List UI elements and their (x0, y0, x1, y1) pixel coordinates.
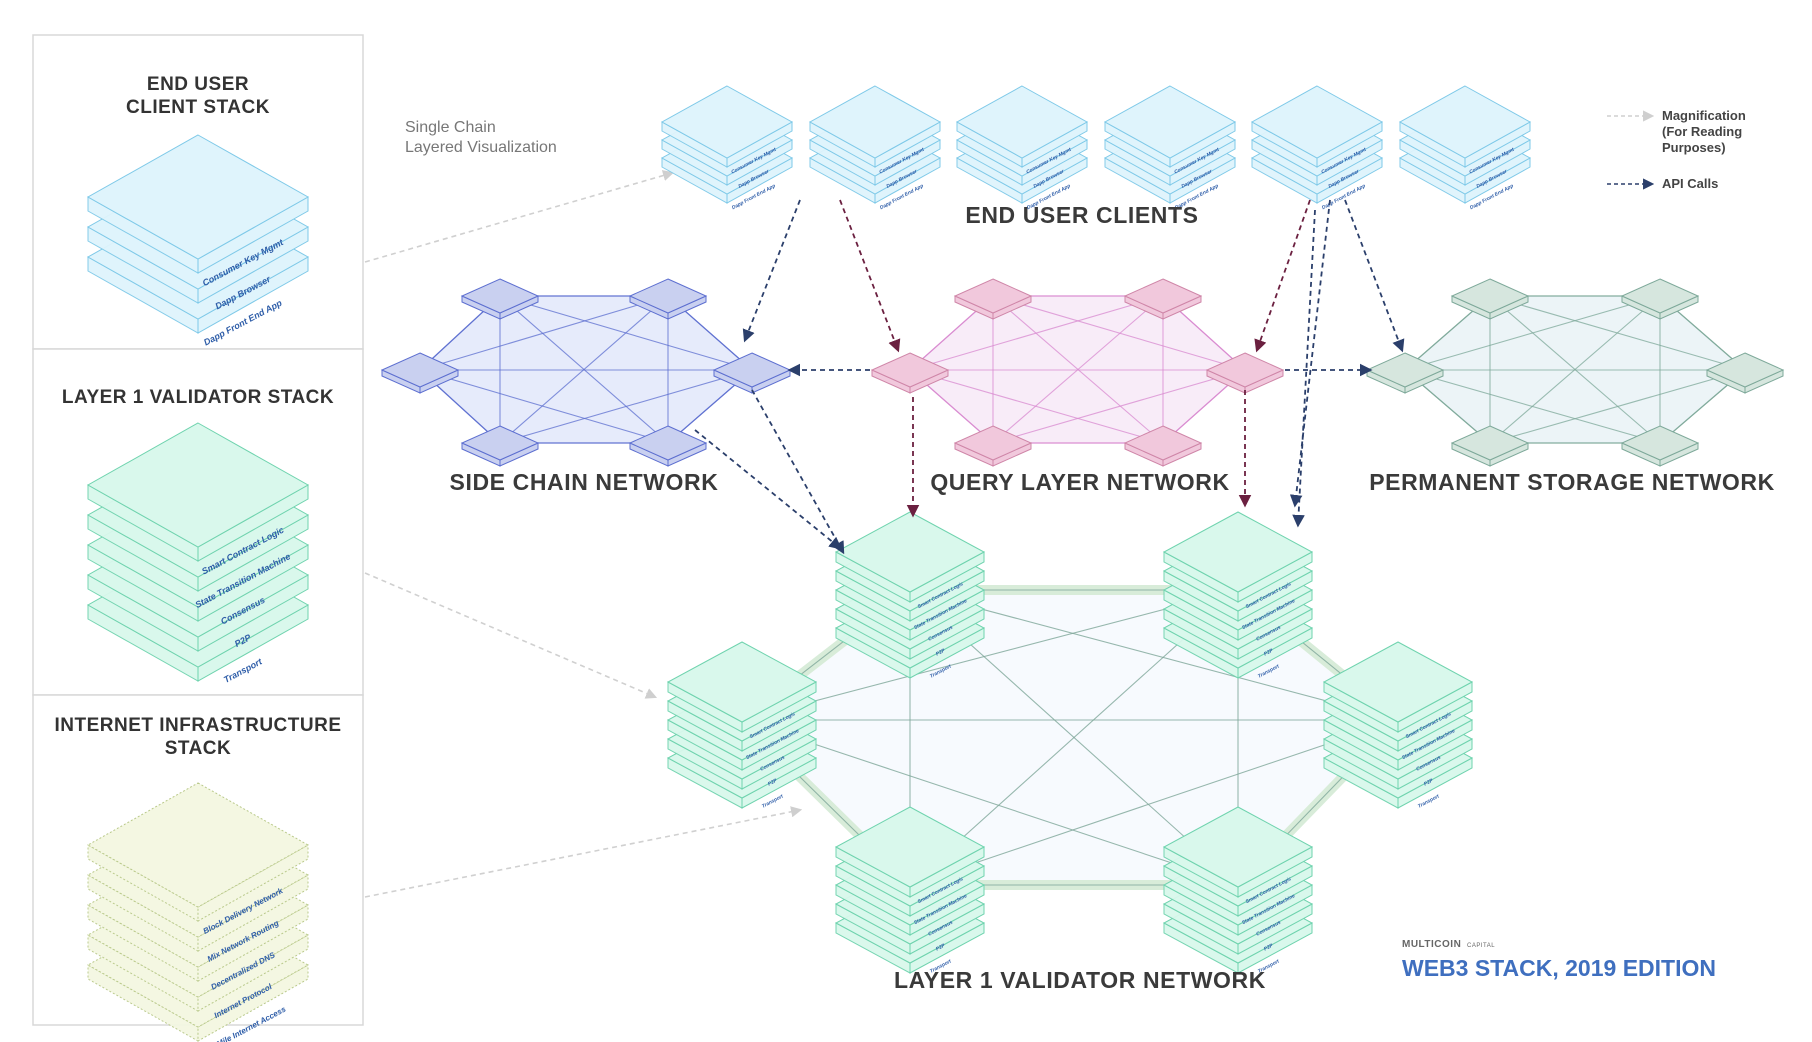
side-chain-network (380, 278, 792, 467)
client-node-layer-1: Consumer Key Mgmt (808, 85, 942, 176)
permanent-storage-network (1365, 278, 1785, 467)
storage-node-2 (1620, 278, 1700, 320)
end-user-clients-title: END USER CLIENTS (965, 202, 1198, 228)
note-line2: Layered Visualization (405, 139, 557, 156)
client-stack-panel: END USER CLIENT STACK Dapp Front End App… (32, 34, 364, 350)
permanent-storage-network-title: PERMANENT STORAGE NETWORK (1369, 469, 1775, 495)
branding: MULTICOIN CAPITAL WEB3 STACK, 2019 EDITI… (1402, 939, 1716, 981)
side-chain-node-2 (628, 278, 708, 320)
infra-stack-title-line1: INTERNET INFRASTRUCTURE (55, 715, 342, 736)
legend-magnification-line3: Purposes) (1662, 140, 1726, 155)
storage-node-4 (1620, 425, 1700, 467)
api-call-arrow-9 (751, 389, 845, 555)
api-call-arrow-6 (1292, 209, 1316, 528)
magnify-arrow-infra (364, 806, 803, 898)
api-call-arrow-3 (1254, 199, 1311, 353)
magnification-arrows (364, 170, 803, 898)
validator-node-layer-label: P2P (935, 647, 947, 657)
client-node-layer-1: Consumer Key Mgmt (1103, 85, 1237, 176)
side-chain-node-5 (460, 425, 540, 467)
api-call-arrow-2 (839, 199, 901, 353)
client-node-layer-1: Consumer Key Mgmt (955, 85, 1089, 176)
query-layer-node-5 (953, 425, 1033, 467)
brand-edition: WEB3 STACK, 2019 EDITION (1402, 955, 1716, 981)
layer1-validator-network-title: LAYER 1 VALIDATOR NETWORK (894, 967, 1266, 993)
storage-node-6 (1365, 352, 1445, 394)
query-layer-node-4 (1123, 425, 1203, 467)
query-layer-network-title: QUERY LAYER NETWORK (930, 469, 1229, 495)
side-chain-network-title: SIDE CHAIN NETWORK (450, 469, 719, 495)
infra-stack-title-line2: STACK (165, 738, 232, 759)
note-line1: Single Chain (405, 119, 496, 136)
api-call-arrow-5 (1289, 199, 1331, 508)
brand-company: MULTICOIN (1402, 939, 1461, 950)
query-layer-network (870, 278, 1285, 467)
storage-node-1 (1450, 278, 1530, 320)
query-layer-node-1 (953, 278, 1033, 320)
validator-node-layer-1: Smart Contract Logic (834, 806, 986, 905)
validator-node-layer-label: P2P (1263, 942, 1275, 952)
storage-node-3 (1705, 352, 1785, 394)
validator-node-layer-label: P2P (1263, 647, 1275, 657)
validator-node-layer-label: P2P (1423, 777, 1435, 787)
client-node-layer-1: Consumer Key Mgmt (1398, 85, 1532, 176)
infra-stack-panel: INTERNET INFRASTRUCTURE STACK Last Mile … (32, 694, 364, 1042)
validator-node-layer-1: Smart Contract Logic (834, 511, 986, 610)
infra-stack-layers: Last Mile Internet AccessInternet Protoc… (86, 782, 310, 1042)
brand-company-sub: CAPITAL (1467, 943, 1495, 949)
client-node-layer-1: Consumer Key Mgmt (1250, 85, 1384, 176)
legend-api-calls: API Calls (1662, 176, 1718, 191)
client-stack-title-line1: END USER (147, 74, 249, 95)
query-layer-node-2 (1123, 278, 1203, 320)
api-call-arrow-4 (1344, 199, 1405, 353)
validator-node-layer-label: P2P (767, 777, 779, 787)
side-chain-node-1 (460, 278, 540, 320)
legend: Magnification (For Reading Purposes) API… (1607, 108, 1746, 191)
validator-stack-title: LAYER 1 VALIDATOR STACK (62, 387, 334, 408)
api-call-arrow-10 (694, 429, 842, 550)
legend-magnification-line1: Magnification (1662, 108, 1746, 123)
validator-stack-panel: LAYER 1 VALIDATOR STACK TransportP2PCons… (32, 348, 364, 696)
storage-node-5 (1450, 425, 1530, 467)
api-call-arrow-1 (742, 199, 801, 343)
magnify-arrow-validator (364, 572, 658, 699)
client-stack-layer-1: Consumer Key Mgmt (86, 134, 310, 288)
api-call-arrows (694, 199, 1405, 555)
side-chain-node-6 (380, 352, 460, 394)
validator-node-layer-1: Smart Contract Logic (666, 641, 818, 740)
side-chain-node-4 (628, 425, 708, 467)
magnify-arrow-client (364, 170, 675, 263)
validator-node-layer-label: P2P (935, 942, 947, 952)
client-stack-title-line2: CLIENT STACK (126, 97, 270, 118)
legend-magnification-line2: (For Reading (1662, 124, 1742, 139)
query-layer-node-6 (870, 352, 950, 394)
query-layer-node-3 (1205, 352, 1285, 394)
side-chain-node-3 (712, 352, 792, 394)
